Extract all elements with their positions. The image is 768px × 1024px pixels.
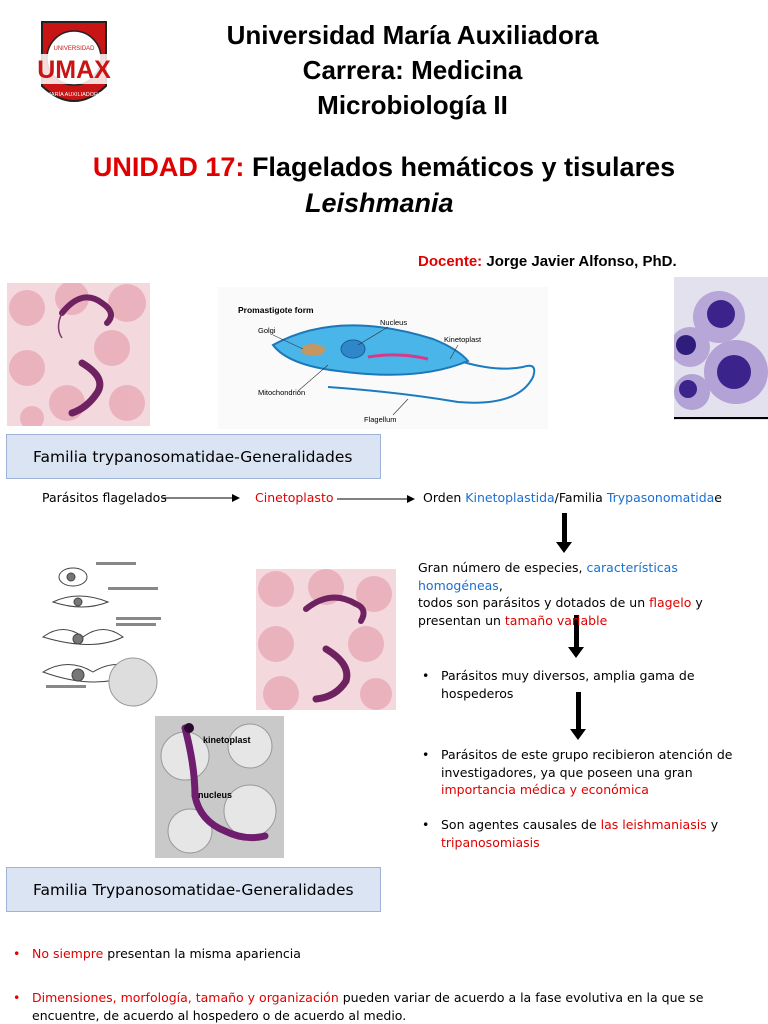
flow-item-2: Cinetoplasto <box>255 490 334 505</box>
trypanosome-labeled-image: kinetoplast nucleus <box>155 716 284 858</box>
svg-text:nucleus: nucleus <box>198 790 232 800</box>
promastigote-diagram: Promastigote form Golgi Nucleus Kinetopl… <box>218 287 548 429</box>
flow-arrow-1 <box>162 494 240 502</box>
blood-smear-image <box>7 283 150 426</box>
unit-subtitle: Leishmania <box>305 188 454 218</box>
cells-micrograph <box>674 277 768 420</box>
section-heading-2: Familia Trypanosomatidae-Generalidades <box>6 867 381 912</box>
section-heading-1: Familia trypanosomatidae-Generalidades <box>6 434 381 479</box>
life-stages-drawing <box>38 557 168 707</box>
bullet-diverse: •Parásitos muy diversos, amplia gama de … <box>422 668 695 701</box>
svg-text:UNIVERSIDAD: UNIVERSIDAD <box>53 46 95 52</box>
bullet-causal-agents: •Son agentes causales de las leishmanias… <box>422 817 719 850</box>
career-name: Carrera: Medicina <box>302 55 523 85</box>
umax-logo: UNIVERSIDAD UMAX MARÍA AUXILIADORA <box>24 21 124 102</box>
svg-text:Flagellum: Flagellum <box>364 415 397 424</box>
footer-bullet-dimensions: •Dimensiones, morfología, tamaño y organ… <box>13 990 704 1023</box>
flow-arrow-2 <box>337 495 415 503</box>
down-arrow-2 <box>568 615 584 658</box>
university-name: Universidad María Auxiliadora <box>226 20 599 50</box>
flow-item-3: Orden Kinetoplastida/Familia Trypasonoma… <box>423 490 722 505</box>
university-header: Universidad María Auxiliadora Carrera: M… <box>130 18 695 123</box>
trypanosome-smear-image <box>256 569 396 710</box>
bullet-importance: •Parásitos de este grupo recibieron aten… <box>422 747 733 797</box>
paragraph-species: Gran número de especies, características… <box>418 560 703 628</box>
svg-text:MARÍA AUXILIADORA: MARÍA AUXILIADORA <box>46 91 102 98</box>
flow-item-1: Parásitos flagelados <box>42 490 167 505</box>
svg-text:Golgi: Golgi <box>258 326 276 335</box>
down-arrow-3 <box>570 692 586 740</box>
course-name: Microbiología II <box>317 90 508 120</box>
footer-bullet-appearance: •No siempre presentan la misma aparienci… <box>13 946 301 961</box>
down-arrow-1 <box>556 513 572 553</box>
svg-text:kinetoplast: kinetoplast <box>203 735 251 745</box>
svg-text:Promastigote form: Promastigote form <box>238 305 314 315</box>
svg-text:Kinetoplast: Kinetoplast <box>444 335 482 344</box>
svg-text:Nucleus: Nucleus <box>380 318 407 327</box>
svg-text:Mitochondrion: Mitochondrion <box>258 388 305 397</box>
svg-text:UMAX: UMAX <box>37 56 111 84</box>
unit-title: UNIDAD 17: Flagelados hemáticos y tisula… <box>92 152 676 182</box>
teacher-line: Docente: Jorge Javier Alfonso, PhD. <box>418 253 677 270</box>
